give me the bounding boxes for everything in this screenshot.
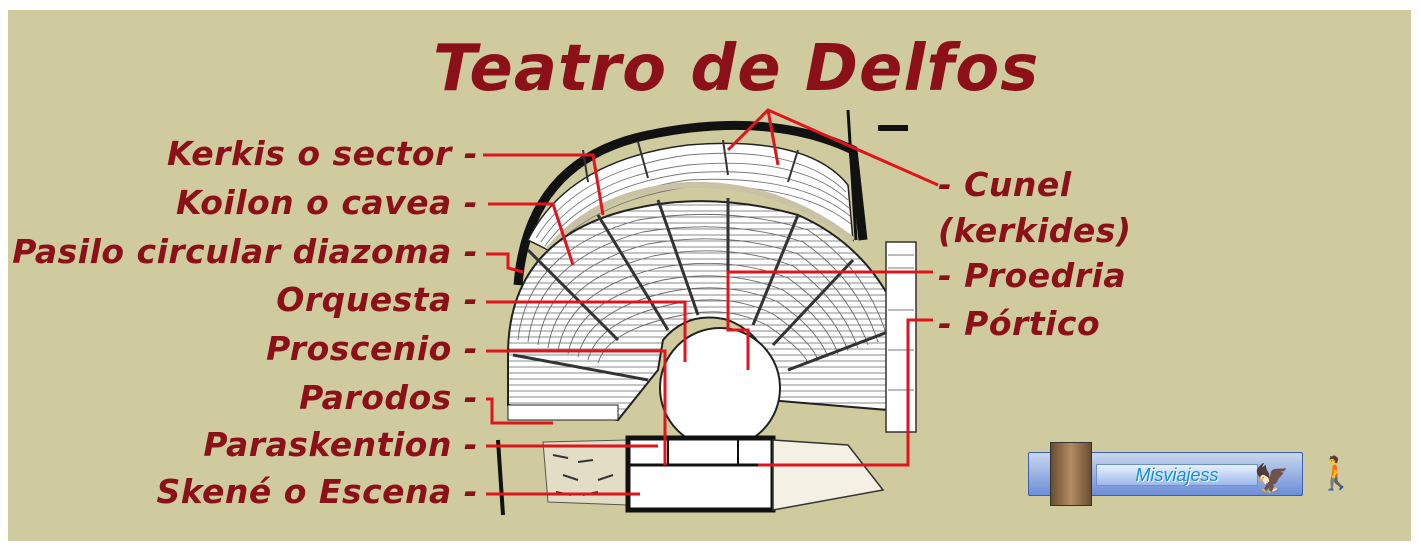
label-proscenio: Proscenio - — [266, 329, 478, 368]
leader-lines — [483, 108, 939, 496]
orchestra — [659, 327, 781, 449]
diazoma — [545, 181, 855, 252]
parodos-left — [507, 404, 619, 421]
leader-koilon — [488, 202, 575, 266]
label-proedria: - Proedria — [938, 256, 1127, 295]
label-parodos: Parodos - — [299, 378, 478, 417]
portico — [885, 241, 917, 433]
hiker-icon: 🚶 — [1316, 454, 1356, 492]
leader-kerkis — [483, 153, 605, 216]
label-koilon: Koilon o cavea - — [175, 183, 478, 222]
label-diazoma: Pasilo circular diazoma - — [12, 232, 478, 271]
leader-proscenio — [486, 349, 667, 465]
label-orquesta: Orquesta - — [276, 280, 478, 319]
label-cunel: - Cunel — [938, 165, 1072, 204]
leader-portico — [758, 318, 933, 467]
label-kerkis: Kerkis o sector - — [167, 134, 478, 173]
label-portico: - Pórtico — [938, 304, 1101, 343]
diagram-canvas: Teatro de Delfos Kerkis o sector - Koilo… — [8, 10, 1411, 541]
outer-wall — [513, 120, 868, 286]
diagram-title: Teatro de Delfos — [433, 32, 1040, 106]
leader-parodos — [486, 397, 553, 425]
statue-face-icon — [1050, 442, 1092, 506]
lower-cavea-stairs — [512, 198, 894, 382]
label-paraskention: Paraskention - — [203, 425, 478, 464]
right-rubble — [772, 439, 885, 511]
skene-building — [625, 435, 776, 513]
misviajess-badge[interactable]: Misviajess 🦅 🚶 — [1028, 442, 1356, 506]
theatre-plan — [483, 108, 939, 516]
bird-icon: 🦅 — [1254, 462, 1289, 495]
legend-dash — [878, 125, 908, 131]
leader-proedria — [726, 270, 933, 370]
leader-diazoma — [486, 252, 524, 274]
badge-text: Misviajess — [1096, 464, 1258, 486]
leader-cunel-b — [766, 109, 780, 166]
label-kerkides: (kerkides) — [938, 211, 1132, 250]
leader-orquesta — [486, 300, 687, 362]
label-skene: Skené o Escena - — [156, 472, 478, 511]
lower-cavea — [507, 200, 910, 422]
